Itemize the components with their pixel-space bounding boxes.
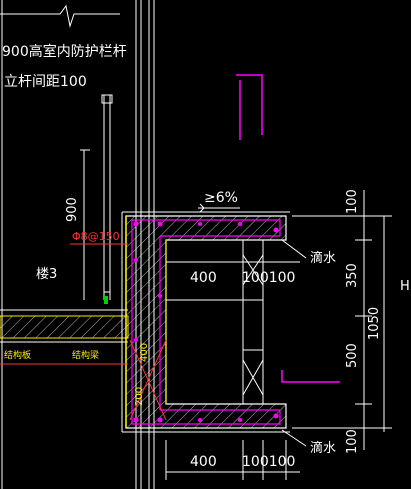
slope-label: ≥6% [204,190,238,206]
railing [101,94,113,300]
concrete-section [121,211,290,433]
dim-100-bottom: 100 [345,429,360,454]
dim-100-top: 100 [345,189,360,214]
floor-slab [0,309,129,343]
dim-1050: 1050 [367,307,382,340]
floor-label: 楼3 [36,267,57,282]
dim-400-upper: 400 [190,270,217,286]
right-edge-label: H [400,279,410,294]
dim-400-lower: 400 [190,454,217,470]
dim-500: 500 [345,343,360,368]
slab-label: 结构板 [4,349,31,361]
bottom-dimensions [165,440,300,480]
magenta-bracket-bottom [281,370,340,383]
dim-900-label: 900 [65,197,80,222]
rebar-dots [133,221,279,423]
inner-200-label: 200 [134,387,145,406]
right-dimensions [292,190,392,450]
red-cross [129,339,167,421]
dim-100-100-lower: 100100 [242,454,295,470]
leader-lines [0,243,128,365]
magenta-bracket-top [236,74,263,140]
drip-upper-label: 滴水 [310,250,336,266]
dim-900-line [80,149,90,300]
baluster-spacing-label: 立杆间距100 [4,74,87,90]
dim-100-100-upper: 100100 [242,270,295,286]
slope-marker [198,203,240,213]
break-line [0,4,120,28]
railing-height-label: 900高室内防护栏杆 [2,43,127,60]
drip-lower-label: 滴水 [310,440,336,456]
beam-label: 结构梁 [72,349,99,361]
drip-leaders [281,239,307,447]
rebar [131,219,281,425]
green-marker [104,296,108,304]
rebar-label: Φ8@150 [72,230,120,243]
dim-350: 350 [345,263,360,288]
inner-400-label: 400 [139,343,150,362]
window-frame [166,240,264,404]
